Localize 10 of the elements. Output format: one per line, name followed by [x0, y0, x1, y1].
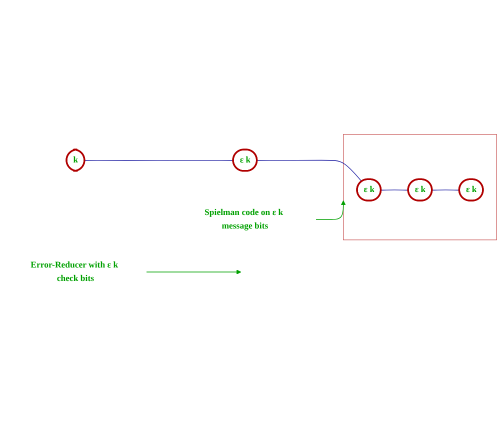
code-frame: [343, 134, 497, 240]
annotation-text: Error-Reducer with ε k check bits: [30, 260, 118, 284]
connection-line: [84, 160, 234, 161]
connection-line: [380, 190, 409, 191]
leader-arrow: [316, 200, 346, 220]
leader-arrow: [146, 270, 242, 275]
annotation-text: Spielman code on ε k message bits: [204, 208, 284, 231]
connection-line: [256, 160, 362, 182]
connection-line: [432, 190, 460, 191]
ellipse-node: k: [66, 148, 86, 172]
